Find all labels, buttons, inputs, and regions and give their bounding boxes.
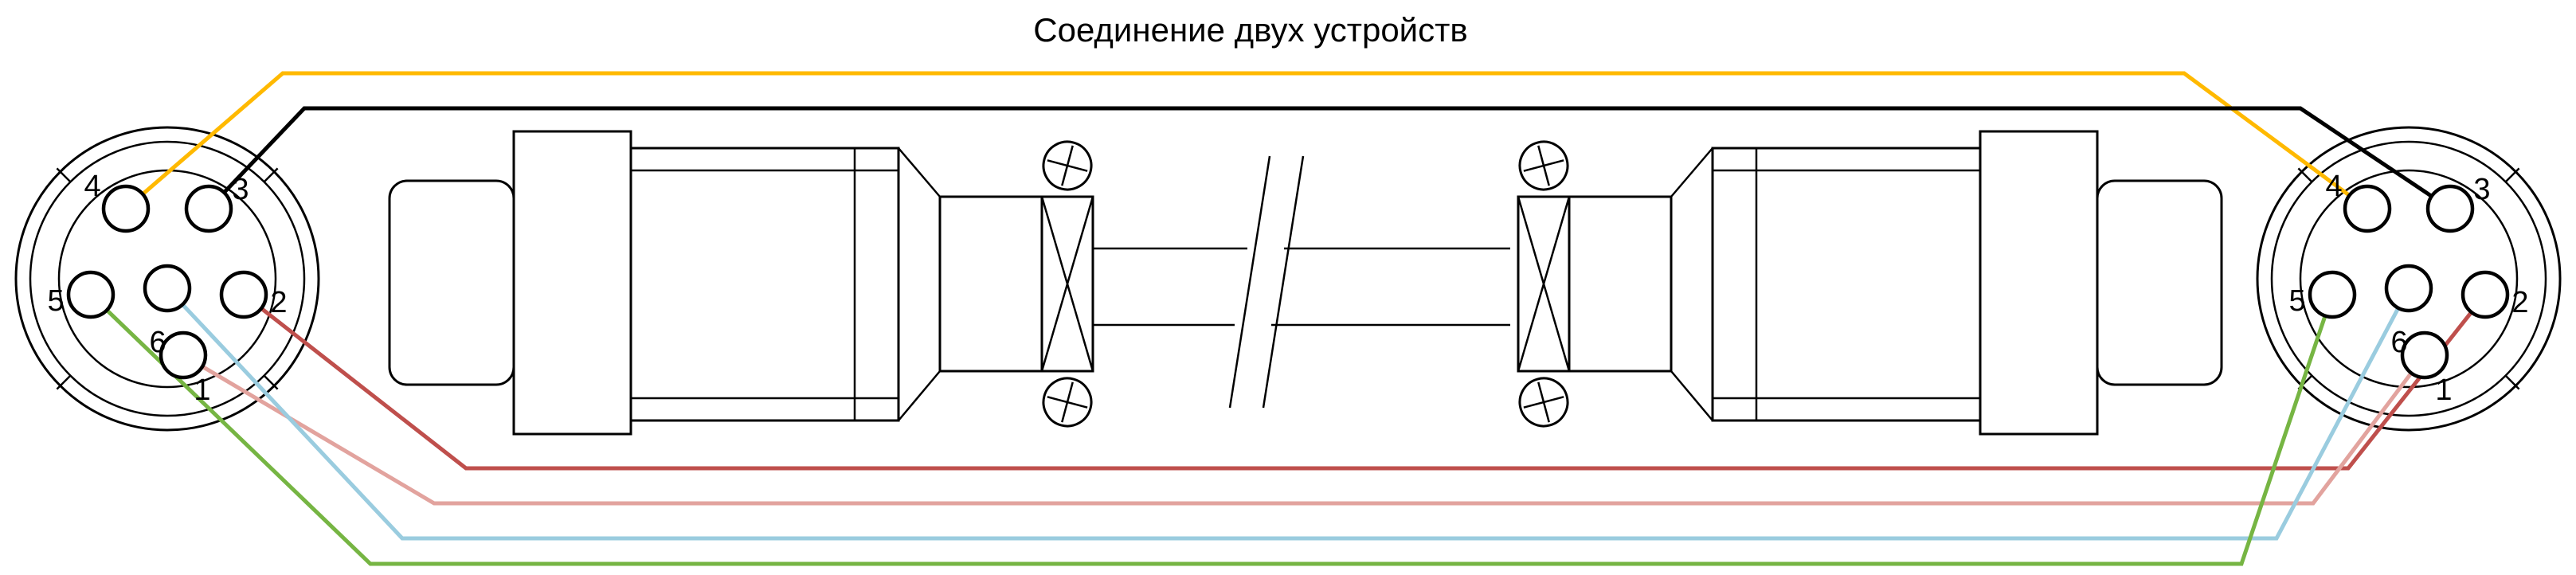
pin-label-6: 6 [149,326,166,359]
screw-top-left [1042,140,1093,191]
pin-label-4: 4 [2325,170,2342,203]
pin-4 [101,184,151,233]
pin-label-2: 2 [2511,286,2528,319]
wire-black-pin3 [207,106,2452,211]
pin-3 [184,184,233,233]
cable-boot-left [388,179,515,386]
screw-slot-icon [1523,159,1564,172]
pin-label-1: 1 [194,374,210,407]
screw-slot-icon [1523,396,1564,409]
pin-1 [159,331,208,380]
wire-green-pin5 [89,293,2335,566]
pin-label-6: 6 [2390,326,2407,359]
connector-mid-ring [2270,140,2547,417]
left-connector-pins: 4 3 5 2 6 1 [47,170,287,407]
wire-blue-pin6 [166,287,2411,541]
pin-label-2: 2 [270,286,287,319]
break-mark [1262,155,1305,409]
wire-red-pin2 [242,293,2487,471]
shell-right [1711,147,1982,422]
screw-bottom-left [1042,377,1093,428]
grip-hatch-left [512,130,632,436]
rim-tab [2297,167,2313,183]
pin-1 [2400,331,2449,380]
pin-label-3: 3 [2473,173,2490,206]
screw-slot-icon [1047,159,1088,172]
rim-tab [2504,374,2520,390]
pin-5 [66,270,115,319]
pin-label-5: 5 [47,284,64,318]
wire-yellow-pin4 [124,71,2369,211]
wires [89,71,2487,566]
screw-bottom-right [1518,377,1569,428]
grip-hatch-right [1979,130,2099,436]
pin-4 [2343,184,2392,233]
shell-left [629,147,900,422]
rim-tab [263,167,279,183]
pin-label-5: 5 [2288,284,2305,318]
right-connector-pins: 4 3 5 2 6 1 [2288,170,2528,407]
rim-tab [56,374,72,390]
pin-2 [219,270,268,319]
pin-label-3: 3 [232,173,249,206]
pin-2 [2461,270,2510,319]
clamp-right-cross-line [1517,196,1571,372]
rim-tab [2504,167,2520,183]
cable-boot-right [2096,179,2223,386]
pin-3 [2425,184,2475,233]
coupling-left [938,195,1043,373]
diagram-root: 4 3 5 2 6 1 4 3 5 2 6 1 Соединение двух … [14,11,2562,566]
pin-6 [143,264,192,313]
taper-right-top [1670,147,1713,198]
wire-pink-pin1 [182,353,2426,506]
screw-slot-icon [1047,396,1088,409]
cable-assembly [388,130,2223,436]
taper-right-bottom [1670,370,1713,421]
pin-5 [2308,270,2357,319]
rim-tab [263,374,279,390]
screw-top-right [1518,140,1569,191]
taper-left-top [898,147,941,198]
rim-tab [56,167,72,183]
pin-label-1: 1 [2435,374,2452,407]
break-mark [1228,155,1271,409]
diagram-title: Соединение двух устройств [1033,11,1467,49]
pin-label-4: 4 [84,170,100,203]
coupling-right [1568,195,1673,373]
taper-left-bottom [898,370,941,421]
connector-mid-ring [29,140,306,417]
pin-6 [2384,264,2433,313]
connector-face-ring [2299,169,2519,389]
clamp-left-cross-line [1040,196,1094,372]
